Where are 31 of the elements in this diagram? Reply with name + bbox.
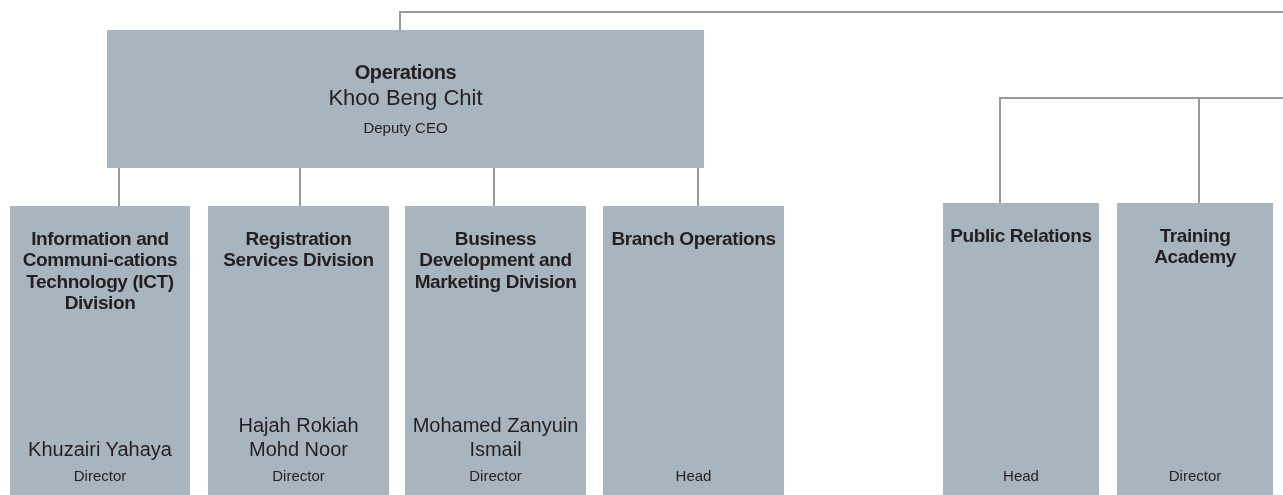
unit-title: Public Relations <box>950 225 1092 247</box>
person-name: Khuzairi Yahaya <box>28 437 172 461</box>
unit-title: Branch Operations <box>611 228 776 250</box>
connector-line <box>399 11 1283 31</box>
connector-line <box>299 167 301 207</box>
connector-line <box>697 167 699 207</box>
unit-title: Operations <box>354 60 457 83</box>
connector-line <box>1198 97 1283 204</box>
connector-line <box>493 167 495 207</box>
unit-title: Business Development and Marketing Division <box>413 228 578 292</box>
org-unit-box <box>405 206 586 495</box>
person-name: Mohamed Zanyuin Ismail <box>411 413 580 461</box>
connector-line <box>118 167 120 207</box>
org-unit-box <box>208 206 389 495</box>
position-title: Director <box>469 467 522 485</box>
position-title: Director <box>272 467 325 485</box>
unit-title: Training Academy <box>1153 225 1237 268</box>
org-unit-box <box>943 203 1099 495</box>
person-name: Hajah Rokiah Mohd Noor <box>237 413 360 461</box>
position-title: Director <box>73 467 127 485</box>
unit-title: Registration Services Division <box>222 228 375 271</box>
org-unit-box <box>107 30 704 168</box>
unit-title: Information and Communi-cations Technology (ICT) Division <box>21 228 179 314</box>
org-unit-box <box>1117 203 1273 495</box>
org-unit-box <box>10 206 190 495</box>
position-title: Director <box>1168 467 1222 485</box>
position-title: Head <box>1003 467 1039 485</box>
position-title: Deputy CEO <box>363 119 448 138</box>
position-title: Head <box>675 467 712 485</box>
org-unit-box <box>603 206 784 495</box>
person-name: Khoo Beng Chit <box>328 85 483 112</box>
